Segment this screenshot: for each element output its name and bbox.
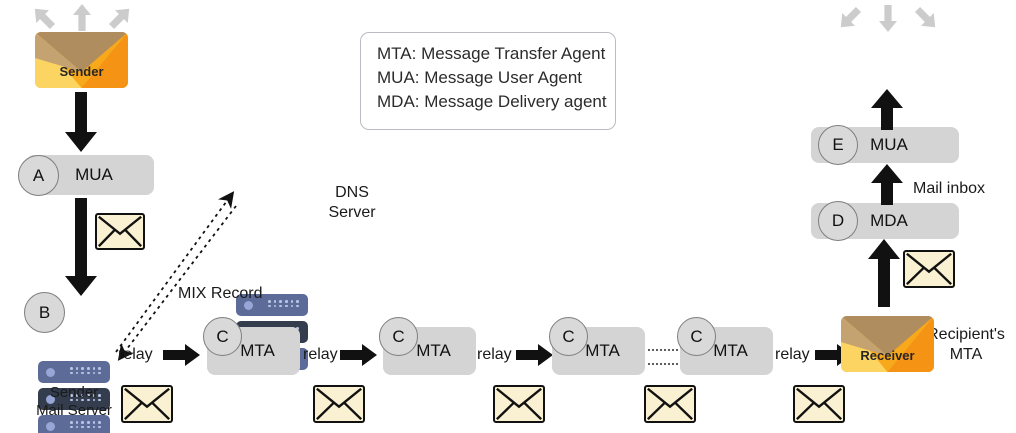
step-badge-b: B [24, 292, 65, 333]
receiver-envelope-icon: Receiver [841, 316, 934, 372]
step-badge-c-2: C [379, 317, 418, 356]
sender-burst-arrows-icon [30, 2, 134, 34]
envelope-icon-relay-2 [313, 385, 365, 423]
node-mua-receiver-label: MUA [870, 135, 908, 154]
node-mua-sender-label: MUA [75, 165, 113, 184]
edge-mx-record-arrows [108, 190, 248, 361]
envelope-icon-relay-3 [493, 385, 545, 423]
step-badge-c-1-label: C [216, 326, 229, 346]
node-dns-server-label: DNS Server [328, 184, 376, 221]
edge-mail-inbox-label: Mail inbox [913, 180, 986, 197]
legend-line-mua: MUA: Message User Agent [377, 68, 583, 88]
step-badge-c-1: C [203, 317, 242, 356]
node-mta-2-label: MTA [416, 341, 451, 360]
envelope-icon-mda-in [903, 250, 955, 288]
server-row-bottom [38, 415, 110, 433]
edge-mta-continuation-upper [648, 349, 678, 351]
server-row-top [236, 294, 308, 316]
step-badge-c-3: C [549, 317, 588, 356]
step-badge-e: E [818, 125, 858, 165]
node-mta-1-label: MTA [240, 341, 275, 360]
step-badge-d: D [818, 201, 858, 241]
node-mda-label: MDA [870, 211, 908, 230]
step-badge-c-4: C [677, 317, 716, 356]
legend-line-mta: MTA: Message Transfer Agent [377, 44, 606, 63]
legend-box: MTA: Message Transfer Agent MUA: Message… [360, 32, 616, 130]
edge-relay-3-label: relay [477, 346, 512, 363]
node-sender-mail-server-label: Sender Mail Server [36, 384, 112, 420]
step-badge-e-label: E [832, 135, 844, 154]
arrow-mda-to-mua [869, 163, 905, 205]
arrow-relay-3 [516, 344, 554, 366]
step-badge-c-2-label: C [392, 326, 405, 346]
node-recipient-mta-label: Recipient's MTA [927, 326, 1005, 363]
envelope-icon-relay-1 [121, 385, 173, 423]
edge-mx-record-label: MIX Record [178, 285, 263, 302]
envelope-icon-mua-out [95, 213, 145, 250]
server-row-mid [38, 388, 110, 410]
node-mta-4-label: MTA [713, 341, 748, 360]
edge-relay-4-label: relay [775, 346, 810, 363]
arrow-recipientmta-to-mda [866, 237, 902, 307]
arrow-mua-to-receiver [869, 88, 905, 130]
step-badge-c-4-label: C [690, 326, 703, 346]
edge-relay-1-label: relay [118, 346, 153, 363]
receiver-burst-arrows-icon [836, 2, 940, 34]
edge-mta-continuation-lower [648, 363, 678, 365]
step-badge-c-3-label: C [562, 326, 575, 346]
step-badge-a: A [18, 155, 59, 196]
node-mta-3-label: MTA [585, 341, 620, 360]
step-badge-b-label: B [38, 302, 51, 322]
step-badge-d-label: D [831, 211, 845, 230]
server-row-top [38, 361, 110, 383]
arrow-relay-2 [340, 344, 378, 366]
receiver-label: Receiver [860, 348, 915, 363]
arrow-mua-to-mailserver [63, 198, 99, 298]
edge-relay-2-label: relay [303, 346, 338, 363]
arrow-relay-1 [163, 344, 201, 366]
envelope-icon-relay-4 [644, 385, 696, 423]
legend-line-mda: MDA: Message Delivery agent [377, 92, 607, 112]
envelope-icon-relay-5 [793, 385, 845, 423]
step-badge-a-label: A [32, 165, 45, 185]
node-sender-mail-server[interactable] [38, 361, 110, 433]
sender-envelope-icon: Sender [35, 32, 128, 88]
arrow-sender-to-mua [63, 92, 99, 154]
sender-label: Sender [59, 64, 104, 79]
